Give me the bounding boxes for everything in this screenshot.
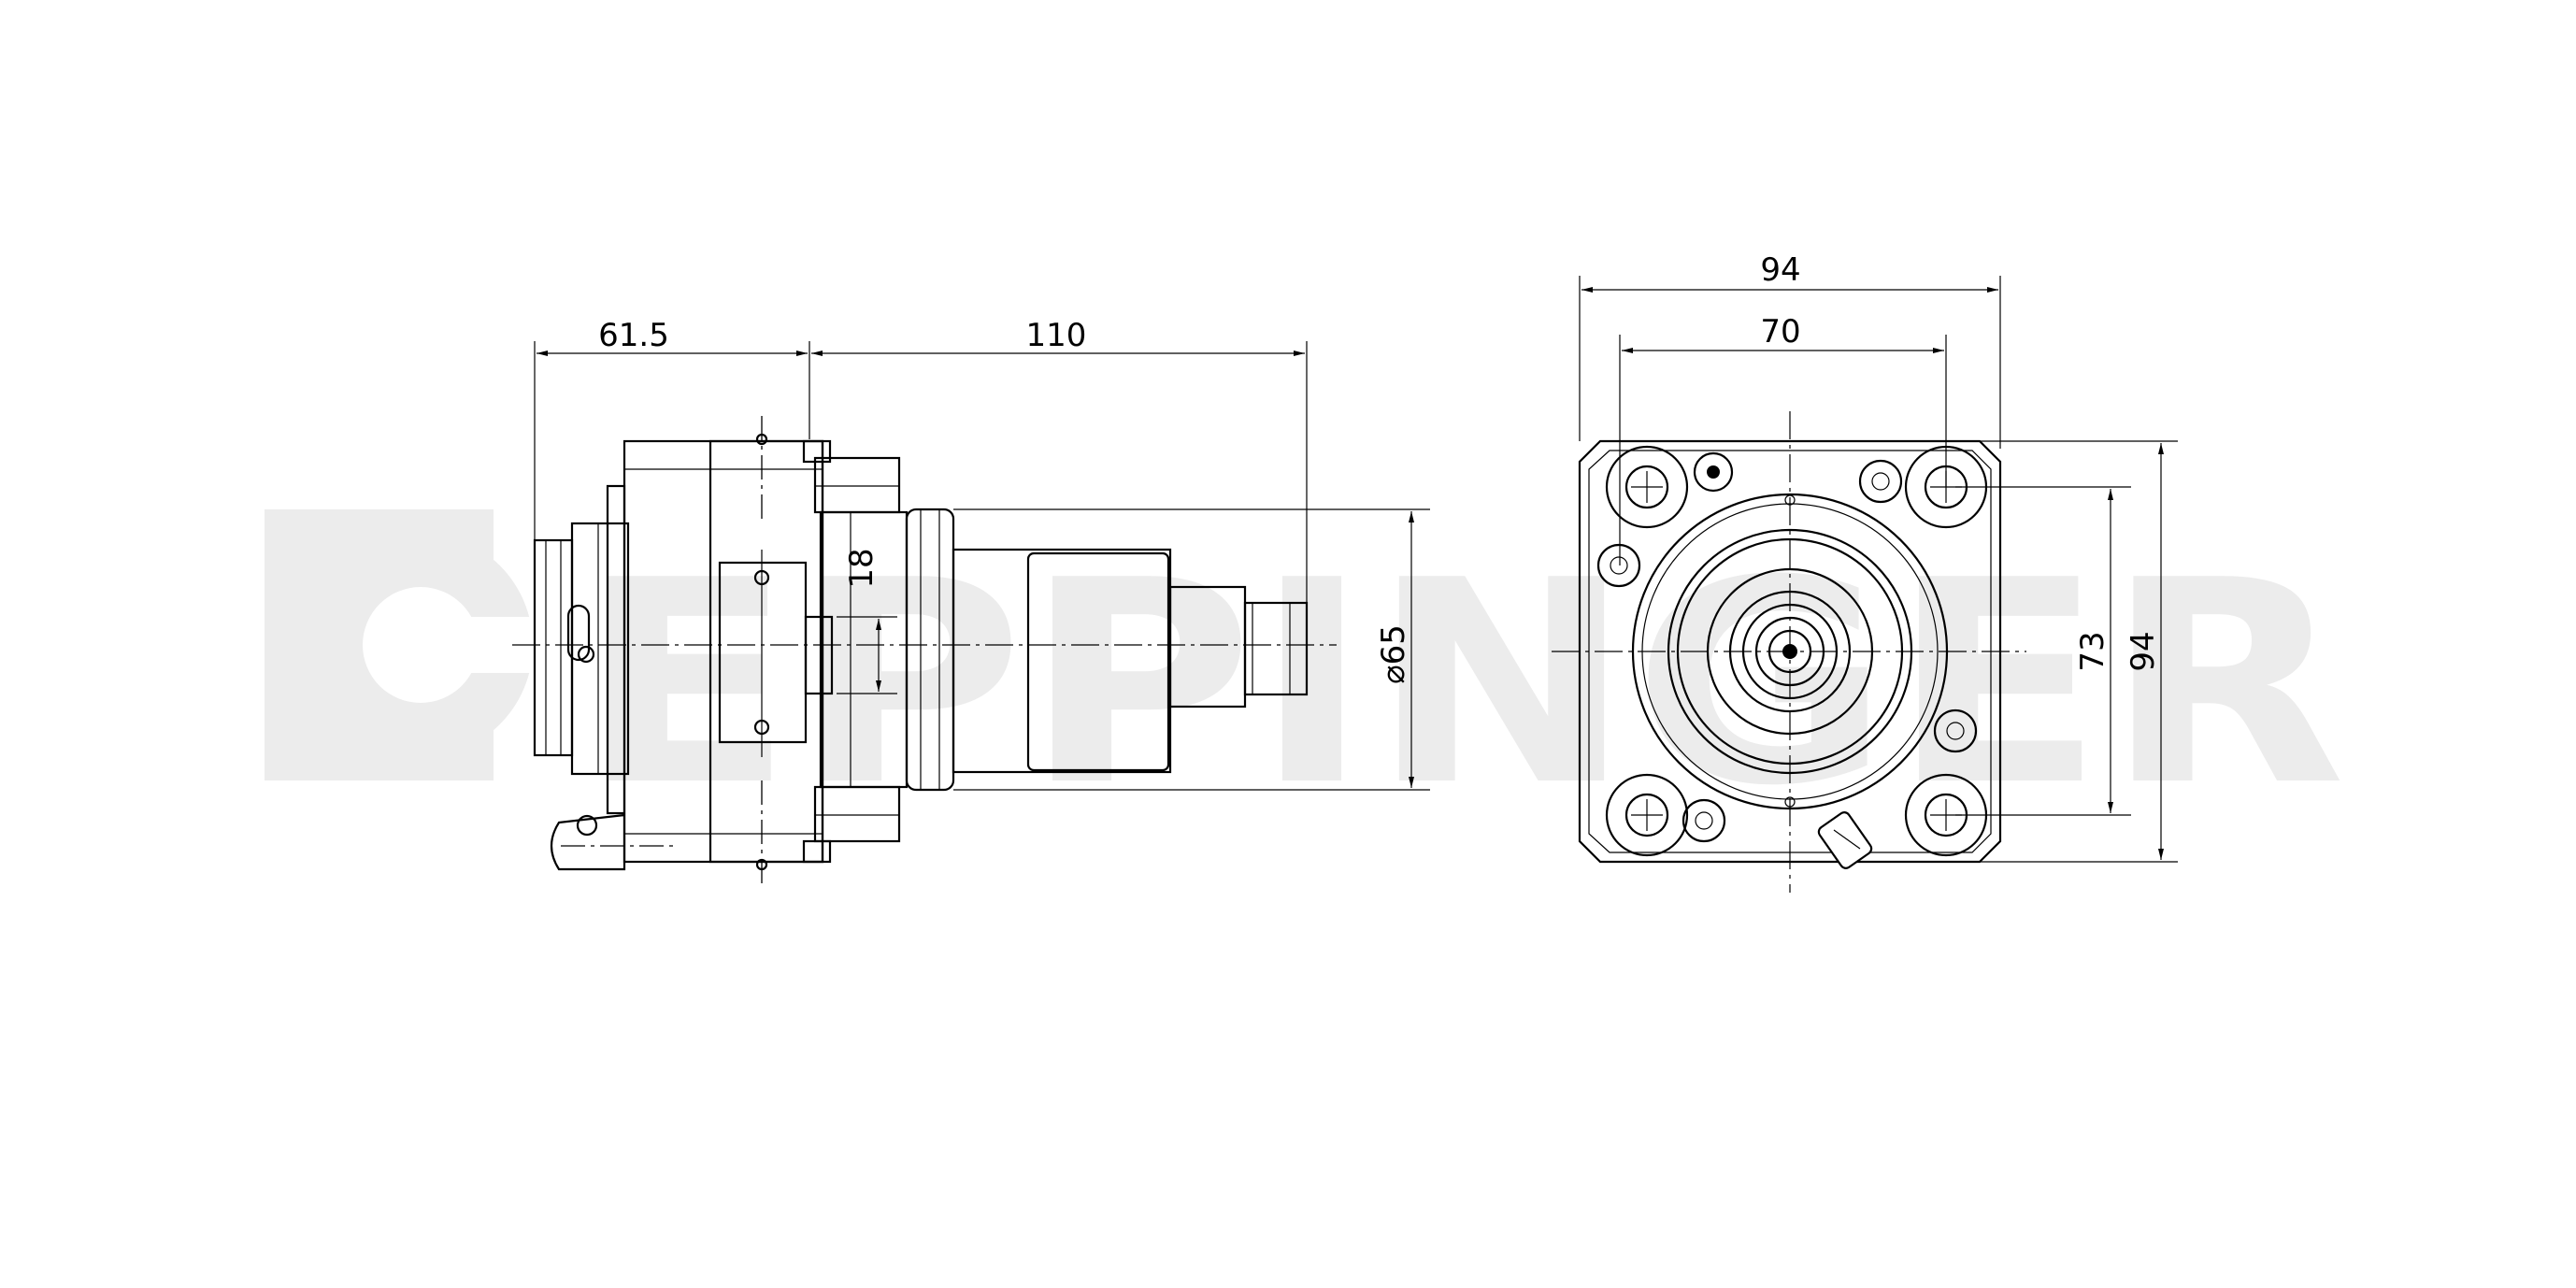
bolt-hole-tl [1605, 445, 1689, 529]
watermark-logo-icon [265, 509, 542, 780]
dim-offset-height: 18 [843, 548, 880, 588]
pin-hole-top-left [1693, 451, 1734, 493]
coupling-collar [570, 522, 630, 776]
dim-bolt-spacing-h: 70 [1760, 313, 1800, 351]
collet-nut [1741, 603, 1839, 700]
spindle-center [1782, 644, 1797, 659]
side-view: 61.5 110 18 ⌀65 [512, 317, 1430, 883]
middle-ring [1667, 528, 1913, 775]
bottom-latch [550, 813, 626, 871]
pin-hole-bottom-left [1682, 798, 1726, 843]
dim-outer-width: 94 [1760, 251, 1800, 289]
dim-shank-diameter: ⌀65 [1375, 624, 1412, 684]
coolant-nozzle [1817, 811, 1873, 869]
coolant-slot [566, 604, 591, 662]
watermark: EPPINGER [265, 509, 2346, 847]
side-screw-head [577, 645, 595, 664]
housing-step [606, 484, 626, 815]
pin-hole-left [1596, 543, 1641, 588]
pin-hole-right [1933, 708, 1978, 753]
dim-flange-length: 61.5 [598, 317, 669, 354]
spindle-tip [1243, 601, 1309, 696]
top-post [813, 456, 901, 514]
dim-outer-height: 94 [2125, 631, 2162, 671]
front-view: 94 70 73 94 [1552, 251, 2178, 893]
watermark-text: EPPINGER [580, 521, 2346, 847]
inner-ring [1706, 567, 1874, 736]
bolt-hole-bl [1605, 773, 1689, 857]
outer-ring [1631, 493, 1949, 810]
pin-hole-top-right [1858, 459, 1903, 504]
dim-overall-length: 110 [1026, 317, 1087, 354]
dim-bolt-spacing-v: 73 [2074, 631, 2111, 671]
